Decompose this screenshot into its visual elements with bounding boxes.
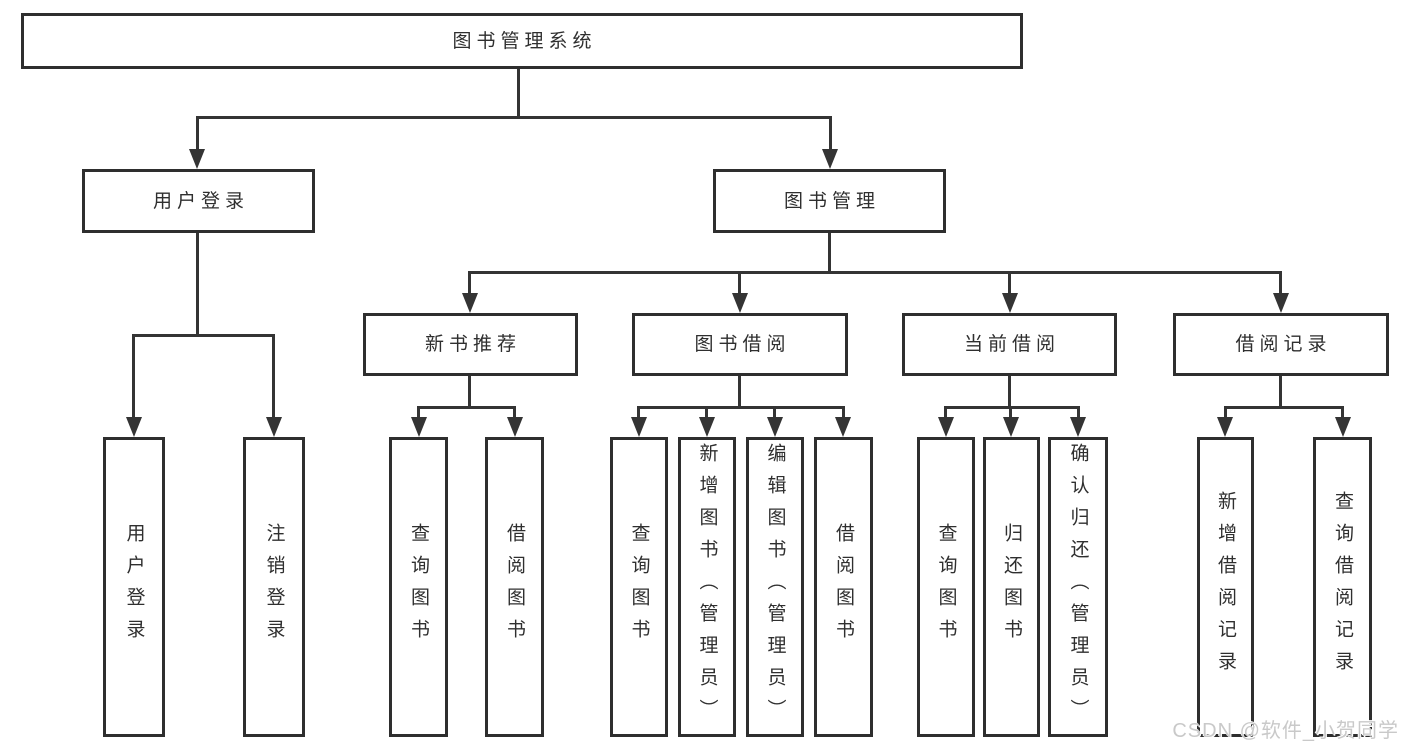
arrow-down-icon (126, 417, 142, 437)
connector-drop (1341, 406, 1344, 420)
node-borrowing-records-label: 借阅记录 (1235, 334, 1332, 355)
leaf-current-confirm-return-admin: 确认归还（管理员） (1048, 437, 1108, 737)
connector-new-books-stem (468, 376, 471, 409)
connector-drop (1077, 406, 1080, 420)
connector-book-borrow-stem (738, 376, 741, 409)
connector-user-login-branch (132, 334, 275, 337)
arrow-down-icon (411, 417, 427, 437)
leaf-user-login: 用户登录 (103, 437, 165, 737)
node-borrowing-records: 借阅记录 (1173, 313, 1389, 376)
connector-current-borrow-stem (1008, 376, 1011, 409)
leaf-borrow-add-books-admin-label: 新增图书（管理员） (696, 443, 718, 731)
node-current-borrowing-label: 当前借阅 (963, 334, 1060, 355)
node-user-login-label: 用户登录 (152, 190, 249, 212)
leaf-current-confirm-return-admin-label: 确认归还（管理员） (1067, 443, 1089, 731)
connector-current-borrow-branch (944, 406, 1080, 409)
node-book-management-label: 图书管理 (783, 190, 880, 212)
connector-drop (637, 406, 640, 420)
connector-drop (944, 406, 947, 420)
connector-borrow-records-branch (1224, 406, 1344, 409)
connector-level2-branch (196, 116, 832, 119)
leaf-new-books-borrow: 借阅图书 (485, 437, 544, 737)
connector-drop (738, 271, 741, 297)
arrow-down-icon (507, 417, 523, 437)
leaf-user-login-label: 用户登录 (123, 523, 145, 651)
leaf-new-books-query: 查询图书 (389, 437, 448, 737)
arrow-down-icon (767, 417, 783, 437)
arrow-down-icon (1070, 417, 1086, 437)
node-book-borrowing: 图书借阅 (632, 313, 848, 376)
leaf-borrow-edit-books-admin-label: 编辑图书（管理员） (764, 443, 786, 731)
leaf-records-query-label: 查询借阅记录 (1332, 491, 1353, 683)
arrow-down-icon (1003, 417, 1019, 437)
connector-new-books-branch (417, 406, 516, 409)
arrow-down-icon (822, 149, 838, 169)
leaf-records-add: 新增借阅记录 (1197, 437, 1254, 737)
leaf-borrow-query-books-label: 查询图书 (628, 523, 650, 651)
connector-borrow-records-stem (1279, 376, 1282, 409)
connector-drop (773, 406, 776, 420)
leaf-current-return-books-label: 归还图书 (1001, 523, 1022, 651)
leaf-records-add-label: 新增借阅记录 (1215, 491, 1236, 683)
connector-drop (417, 406, 420, 420)
leaf-new-books-borrow-label: 借阅图书 (504, 523, 525, 651)
connector-drop (1224, 406, 1227, 420)
arrow-down-icon (189, 149, 205, 169)
connector-user-login-stem (196, 233, 199, 337)
leaf-borrow-borrow-books-label: 借阅图书 (833, 523, 854, 651)
watermark-text: CSDN @软件_小贺同学 (1172, 720, 1399, 742)
leaf-records-query: 查询借阅记录 (1313, 437, 1372, 737)
leaf-borrow-query-books: 查询图书 (610, 437, 668, 737)
connector-drop (513, 406, 516, 420)
node-current-borrowing: 当前借阅 (902, 313, 1117, 376)
leaf-logout-label: 注销登录 (263, 523, 285, 651)
node-new-book-recommend-label: 新书推荐 (424, 334, 521, 355)
leaf-borrow-edit-books-admin: 编辑图书（管理员） (746, 437, 804, 737)
arrow-down-icon (835, 417, 851, 437)
arrow-down-icon (732, 293, 748, 313)
leaf-borrow-borrow-books: 借阅图书 (814, 437, 873, 737)
node-book-management: 图书管理 (713, 169, 946, 233)
arrow-down-icon (938, 417, 954, 437)
connector-drop-user-login (196, 116, 199, 152)
node-user-login: 用户登录 (82, 169, 315, 233)
connector-book-borrow-branch (637, 406, 845, 409)
connector-drop (1009, 406, 1012, 420)
leaf-new-books-query-label: 查询图书 (408, 523, 429, 651)
node-new-book-recommend: 新书推荐 (363, 313, 578, 376)
connector-drop (468, 271, 471, 297)
leaf-logout: 注销登录 (243, 437, 305, 737)
arrow-down-icon (1335, 417, 1351, 437)
connector-drop (1008, 271, 1011, 297)
node-root-system-label: 图书管理系统 (452, 30, 597, 52)
node-root-system: 图书管理系统 (21, 13, 1023, 69)
connector-drop (842, 406, 845, 420)
leaf-current-query-books-label: 查询图书 (935, 523, 957, 651)
connector-drop-book-mgmt (829, 116, 832, 152)
connector-drop (1279, 271, 1282, 297)
arrow-down-icon (631, 417, 647, 437)
connector-book-mgmt-stem (828, 233, 831, 274)
arrow-down-icon (266, 417, 282, 437)
arrow-down-icon (699, 417, 715, 437)
connector-drop (705, 406, 708, 420)
leaf-current-return-books: 归还图书 (983, 437, 1040, 737)
arrow-down-icon (1002, 293, 1018, 313)
leaf-borrow-add-books-admin: 新增图书（管理员） (678, 437, 736, 737)
connector-root-stem (517, 69, 520, 118)
node-book-borrowing-label: 图书借阅 (694, 334, 791, 355)
connector-drop (132, 334, 135, 419)
arrow-down-icon (1217, 417, 1233, 437)
arrow-down-icon (1273, 293, 1289, 313)
connector-drop (272, 334, 275, 419)
connector-level3-branch (468, 271, 1282, 274)
arrow-down-icon (462, 293, 478, 313)
leaf-current-query-books: 查询图书 (917, 437, 975, 737)
